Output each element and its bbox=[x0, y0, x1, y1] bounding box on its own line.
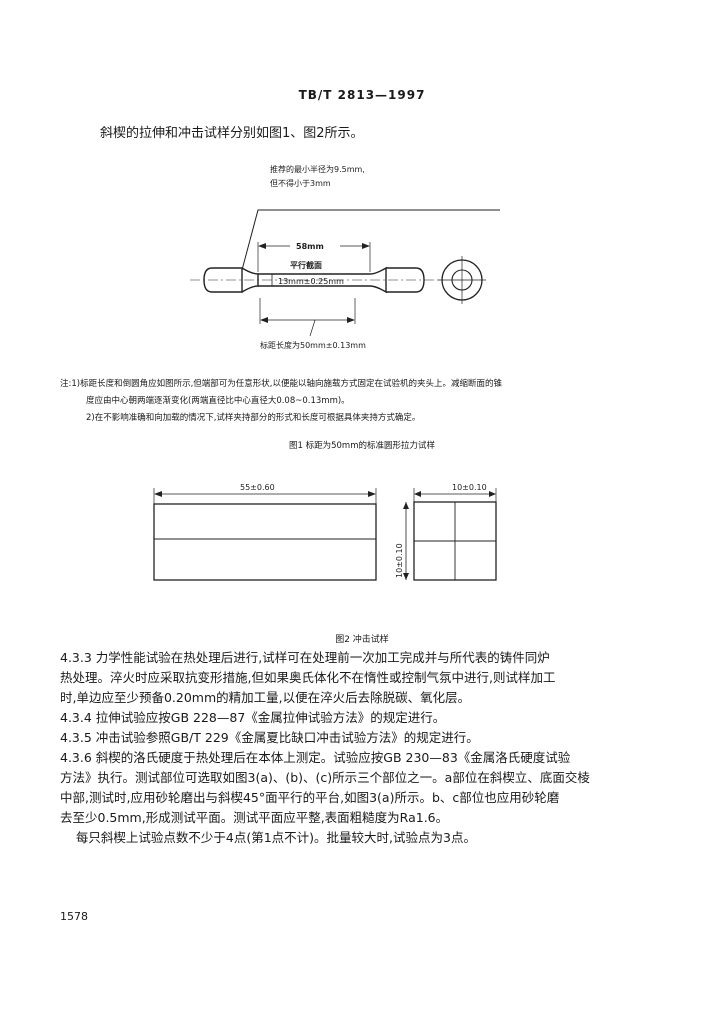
fig1-radius-note-2: 但不得小于3mm bbox=[270, 178, 331, 188]
fig1-end-view bbox=[438, 256, 486, 304]
intro-paragraph: 斜楔的拉伸和冲击试样分别如图1、图2所示。 bbox=[100, 126, 364, 141]
standard-number-header: TB/T 2813—1997 bbox=[298, 88, 426, 102]
fig1-diameter-dimension: 13mm±0.25mm bbox=[278, 277, 344, 286]
fig1-gauge-length-dimension: 标距长度为50mm±0.13mm bbox=[260, 340, 366, 350]
note-line-3: 2)在不影响准确和向加载的情况下,试样夹持部分的形式和长度可根据具体夹持方式确定… bbox=[86, 413, 421, 423]
body-line: 去至少0.5mm,形成测试平面。测试平面应平整,表面粗糙度为Ra1.6。 bbox=[60, 810, 449, 825]
body-line: 方法》执行。测试部位可选取如图3(a)、(b)、(c)所示三个部位之一。a部位在… bbox=[60, 770, 590, 785]
body-line: 4.3.3 力学性能试验在热处理后进行,试样可在处理前一次加工完成并与所代表的铸… bbox=[60, 650, 550, 665]
fig1-dimension-58: 58mm bbox=[296, 242, 324, 251]
fig2-side-view bbox=[153, 503, 377, 581]
fig1-radius-note-1: 推荐的最小半径为9.5mm, bbox=[270, 164, 365, 174]
fig2-width-dimension: 10±0.10 bbox=[452, 483, 487, 492]
body-line: 中部,测试时,应用砂轮磨出与斜楔45°面平行的平台,如图3(a)所示。b、c部位… bbox=[60, 790, 560, 805]
fig2-length-dimension: 55±0.60 bbox=[240, 483, 275, 492]
figure-2-impact-specimen: 55±0.60 10±0.10 10±0.10 bbox=[153, 483, 497, 581]
note-line-1: 注:1)标距长度和倒圆角应如图所示,但端部可为任意形状,以便能以轴向施载方式固定… bbox=[60, 379, 502, 389]
body-line: 4.3.4 拉伸试验应按GB 228—87《金属拉伸试验方法》的规定进行。 bbox=[60, 710, 446, 725]
fig1-parallel-section-label: 平行截面 bbox=[290, 260, 322, 270]
note-line-2: 度应由中心朝两端逐渐变化(两端直径比中心直径大0.08~0.13mm)。 bbox=[86, 396, 350, 406]
body-line: 4.3.5 冲击试验参照GB/T 229《金属夏比缺口冲击试验方法》的规定进行。 bbox=[60, 730, 479, 745]
figure-1-notes: 注:1)标距长度和倒圆角应如图所示,但端部可为任意形状,以便能以轴向施载方式固定… bbox=[60, 376, 670, 427]
figure-2-caption: 图2 冲击试样 bbox=[335, 635, 389, 645]
body-line: 热处理。淬火时应采取抗变形措施,但如果奥氏体化不在惰性或控制气氛中进行,则试样加… bbox=[60, 670, 556, 685]
body-line: 4.3.6 斜楔的洛氏硬度于热处理后在本体上测定。试验应按GB 230—83《金… bbox=[60, 750, 571, 765]
fig2-height-dimension: 10±0.10 bbox=[395, 543, 404, 578]
sections-body: 4.3.3 力学性能试验在热处理后进行,试样可在处理前一次加工完成并与所代表的铸… bbox=[60, 648, 660, 848]
body-line: 每只斜楔上试验点数不少于4点(第1点不计)。批量较大时,试验点为3点。 bbox=[60, 830, 476, 845]
page-number: 1578 bbox=[60, 910, 88, 923]
body-line: 时,单边应至少预备0.20mm的精加工量,以便在淬火后去除脱碳、氧化层。 bbox=[60, 690, 471, 705]
figure-1-tensile-specimen: 推荐的最小半径为9.5mm, 但不得小于3mm 58mm 平行截面 13mm±0… bbox=[190, 164, 500, 350]
figure-1-caption: 图1 标距为50mm的标准圆形拉力试样 bbox=[289, 441, 435, 451]
